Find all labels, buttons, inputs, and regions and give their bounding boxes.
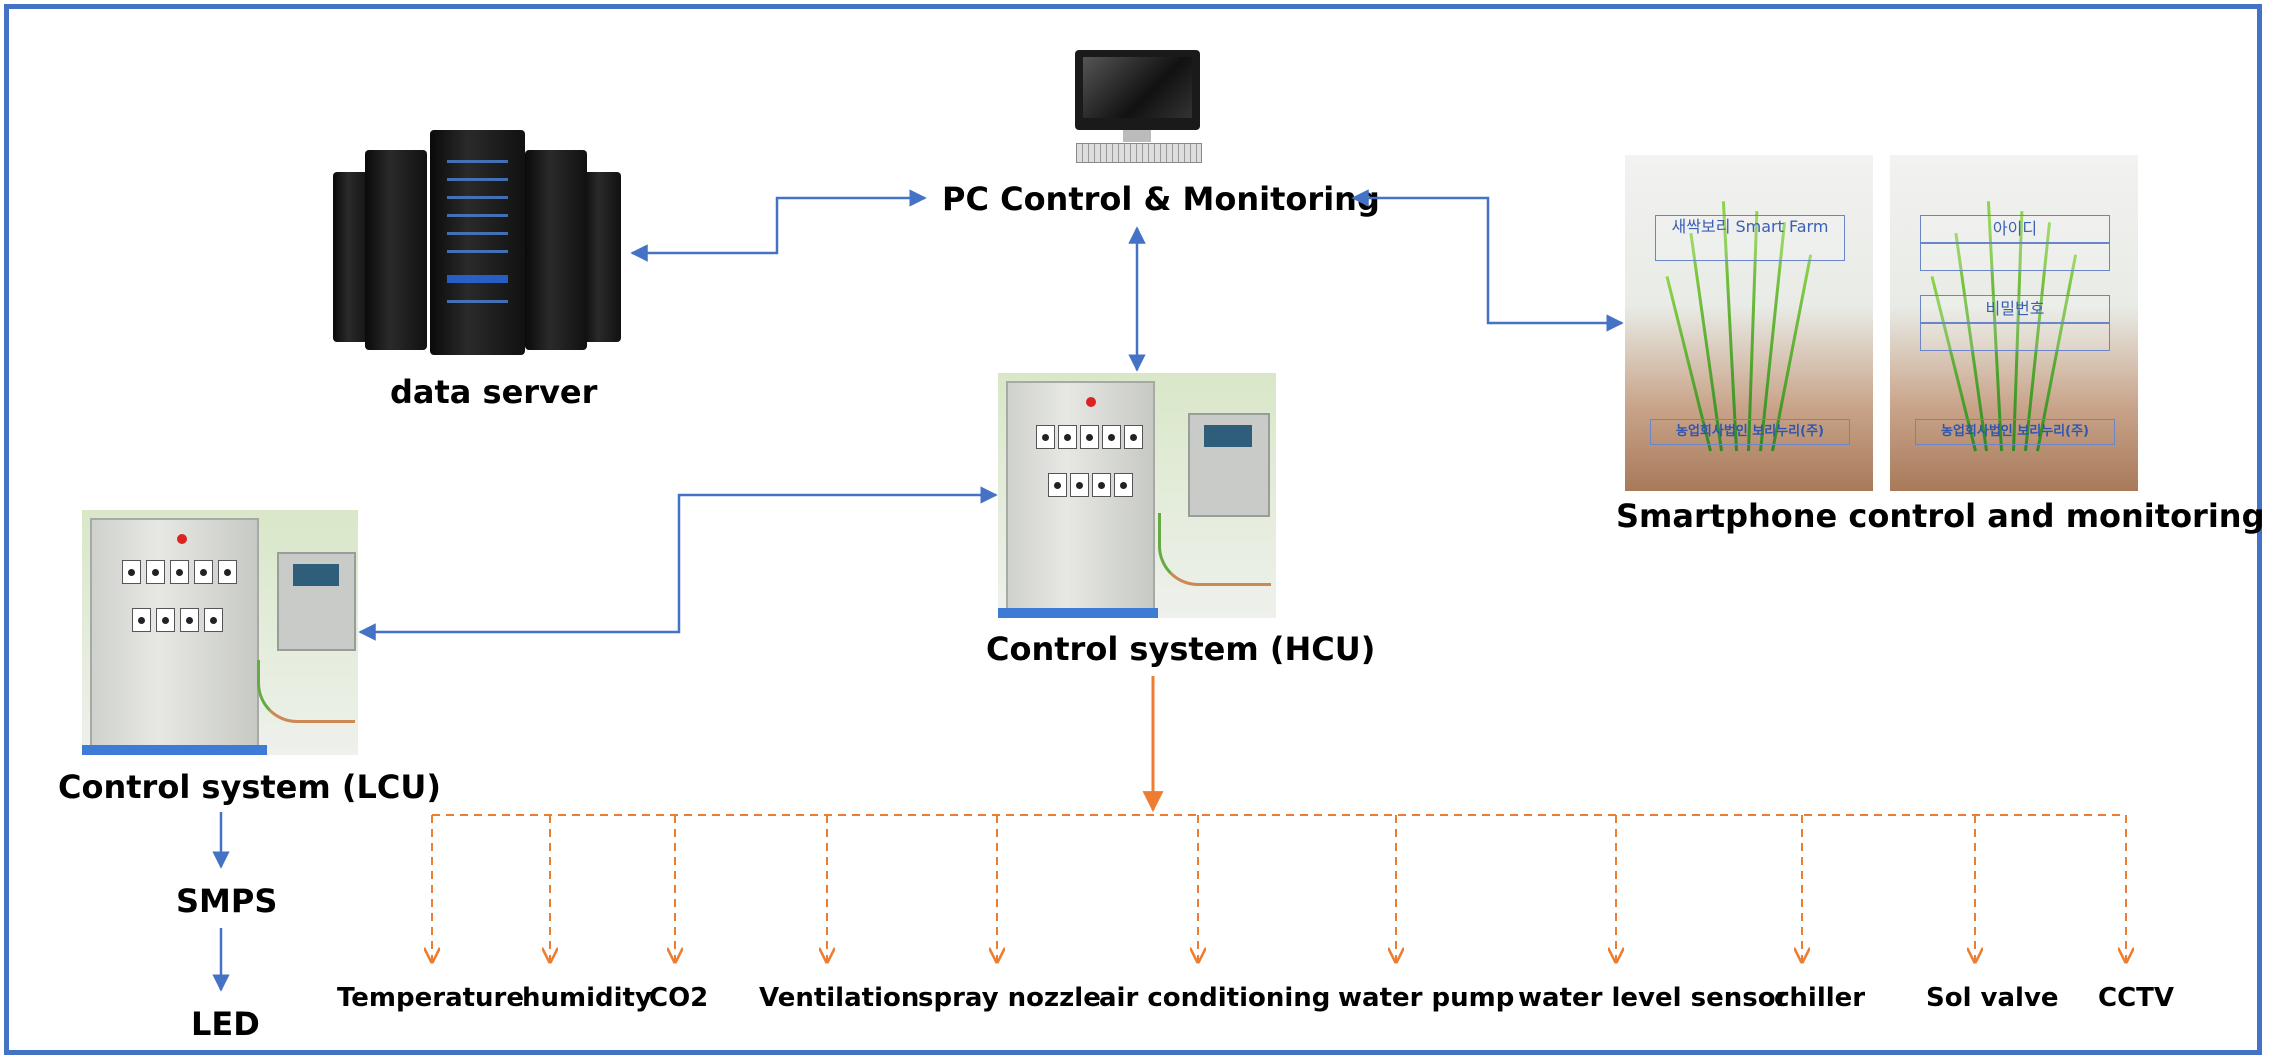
arrow-hcu-lcu <box>358 486 998 641</box>
device-temperature: Temperature <box>337 983 525 1013</box>
company-footer: 농업회사법인 보리누리(주) <box>1914 419 2116 445</box>
diagram-frame <box>4 4 2262 1055</box>
device-chiller: chiller <box>1774 983 1866 1013</box>
device-cctv: CCTV <box>2098 983 2175 1013</box>
arrow-pc-smartphone <box>1351 189 1624 332</box>
device-water-level-sensor: water level sensor <box>1518 983 1789 1013</box>
device-humidity: humidity <box>522 983 652 1013</box>
monitor-stand <box>1123 130 1151 142</box>
lcu-label: Control system (LCU) <box>58 768 441 806</box>
id-field: 아이디 <box>1919 215 2111 243</box>
device-sol-valve: Sol valve <box>1926 983 2059 1013</box>
smartphone-label: Smartphone control and monitoring <box>1616 497 2265 535</box>
hcu-label: Control system (HCU) <box>986 630 1376 668</box>
password-field: 비밀번호 <box>1919 295 2111 323</box>
arrow-server-pc <box>630 189 927 262</box>
smartphone-screen-2: 아이디 비밀번호 농업회사법인 보리누리(주) <box>1890 155 2138 491</box>
keyboard-icon <box>1076 143 1202 163</box>
lcu-cabinet-image <box>82 510 358 755</box>
led-label: LED <box>191 1005 260 1043</box>
device-air-conditioning: air conditioning <box>1099 983 1331 1013</box>
app-title: 새싹보리 Smart Farm <box>1654 215 1846 261</box>
data-server-label: data server <box>390 373 598 411</box>
device-co2: CO2 <box>649 983 709 1013</box>
device-ventilation: Ventilation <box>759 983 920 1013</box>
device-drop-arrows <box>432 815 2126 962</box>
company-footer: 농업회사법인 보리누리(주) <box>1649 419 1851 445</box>
password-field-box <box>1919 323 2111 351</box>
smartphone-screen-1: 새싹보리 Smart Farm 농업회사법인 보리누리(주) <box>1625 155 1873 491</box>
hcu-cabinet-image <box>998 373 1276 618</box>
device-spray-nozzle: spray nozzle <box>918 983 1101 1013</box>
smps-label: SMPS <box>176 882 278 920</box>
id-field-box <box>1919 243 2111 271</box>
device-water-pump: water pump <box>1338 983 1515 1013</box>
pc-monitor-icon <box>1075 50 1200 130</box>
pc-control-label: PC Control & Monitoring <box>942 180 1380 218</box>
